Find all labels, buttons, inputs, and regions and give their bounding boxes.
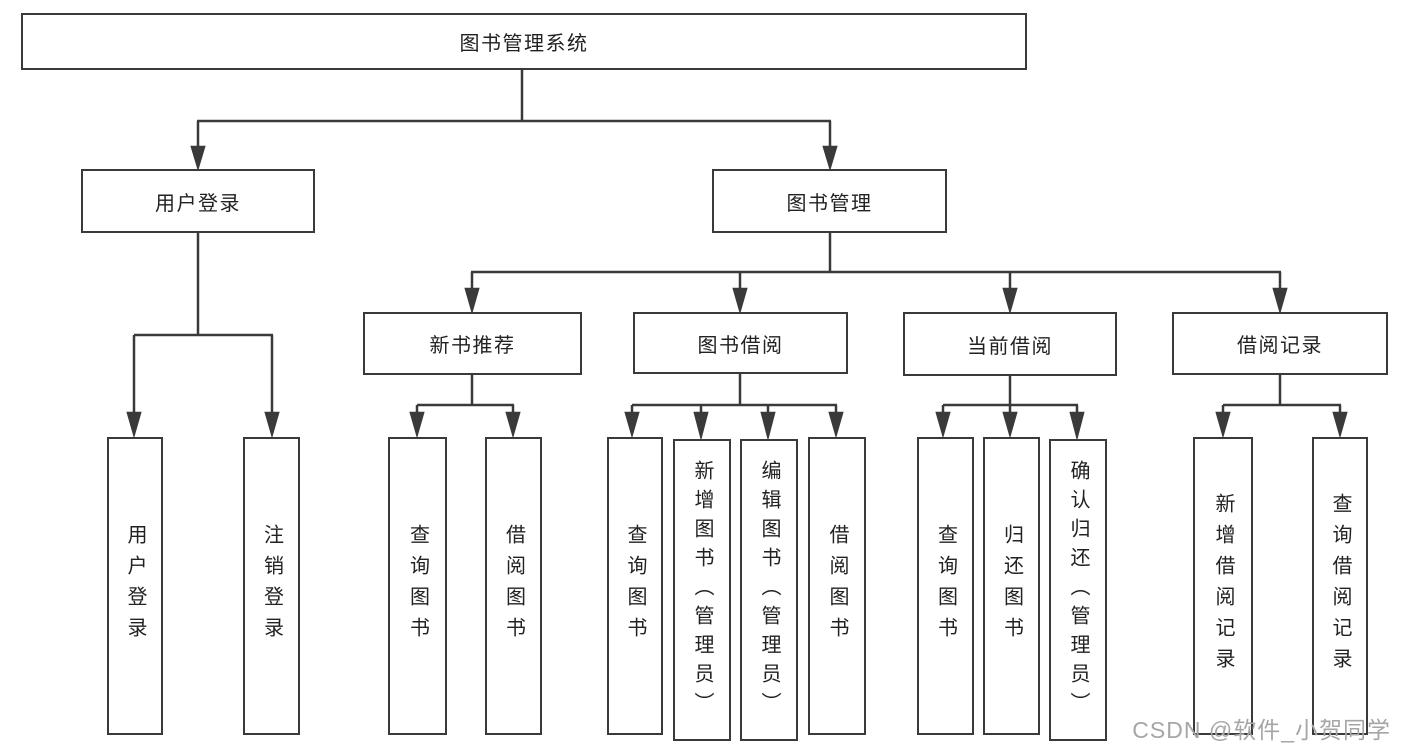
node-label: 注销登录 bbox=[260, 524, 283, 648]
node-label: 用户登录 bbox=[155, 192, 241, 215]
node-label: 新增图书（管理员） bbox=[691, 459, 713, 721]
leaf-br-query-borrow-record: 查询借阅记录 bbox=[1312, 437, 1368, 735]
node-label: 查询图书 bbox=[406, 524, 429, 648]
node-label: 编辑图书（管理员） bbox=[758, 459, 780, 721]
node-label: 查询图书 bbox=[624, 524, 646, 648]
node-label: 当前借阅 bbox=[967, 335, 1053, 358]
watermark: CSDN @软件_小贺同学 bbox=[1132, 717, 1391, 743]
node-label: 查询借阅记录 bbox=[1329, 493, 1351, 679]
leaf-cb-confirm-return-admin: 确认归还（管理员） bbox=[1049, 439, 1107, 741]
leaf-logout: 注销登录 bbox=[243, 437, 300, 735]
leaf-cb-return-books: 归还图书 bbox=[983, 437, 1040, 735]
node-book-management: 图书管理 bbox=[712, 169, 947, 233]
node-user-login: 用户登录 bbox=[81, 169, 315, 233]
node-label: 查询图书 bbox=[934, 524, 957, 648]
node-label: 确认归还（管理员） bbox=[1067, 459, 1089, 721]
node-label: 新书推荐 bbox=[429, 335, 516, 357]
node-book-borrowing: 图书借阅 bbox=[633, 312, 848, 374]
node-label: 图书借阅 bbox=[697, 334, 784, 357]
node-label: 借阅记录 bbox=[1237, 335, 1323, 357]
node-library-management-system: 图书管理系统 bbox=[21, 13, 1027, 70]
leaf-cb-query-books: 查询图书 bbox=[917, 437, 974, 735]
leaf-nbr-borrow-books: 借阅图书 bbox=[485, 437, 542, 735]
node-label: 图书管理 bbox=[786, 192, 873, 215]
node-label: 用户登录 bbox=[124, 524, 146, 648]
leaf-bb-edit-books-admin: 编辑图书（管理员） bbox=[740, 439, 798, 741]
node-label: 借阅图书 bbox=[826, 524, 848, 648]
node-label: 归还图书 bbox=[1000, 524, 1023, 648]
leaf-bb-borrow-books: 借阅图书 bbox=[808, 437, 866, 735]
leaf-user-login: 用户登录 bbox=[107, 437, 163, 735]
leaf-bb-query-books: 查询图书 bbox=[607, 437, 663, 735]
node-new-book-recommendation: 新书推荐 bbox=[363, 312, 582, 375]
node-current-borrowing: 当前借阅 bbox=[903, 312, 1117, 376]
node-label: 图书管理系统 bbox=[459, 33, 589, 55]
leaf-nbr-query-books: 查询图书 bbox=[388, 437, 447, 735]
node-label: 新增借阅记录 bbox=[1212, 493, 1234, 679]
node-borrowing-records: 借阅记录 bbox=[1172, 312, 1388, 375]
leaf-br-add-borrow-record: 新增借阅记录 bbox=[1193, 437, 1253, 735]
leaf-bb-add-books-admin: 新增图书（管理员） bbox=[673, 439, 731, 741]
node-label: 借阅图书 bbox=[502, 524, 525, 648]
